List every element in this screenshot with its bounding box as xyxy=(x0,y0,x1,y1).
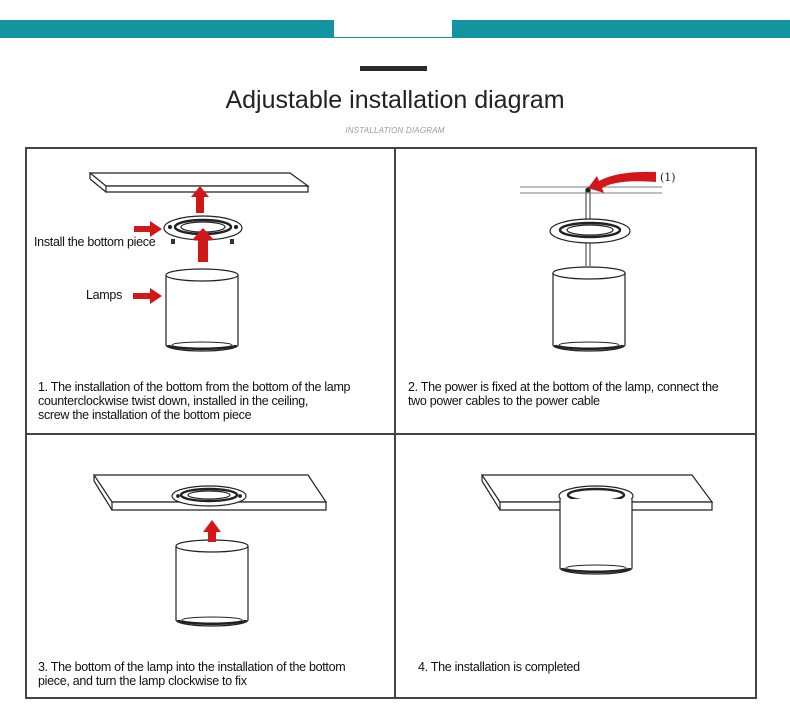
panel-1-caption: 1. The installation of the bottom from t… xyxy=(38,380,351,422)
panel-2-caption: 2. The power is fixed at the bottom of t… xyxy=(408,380,719,408)
panel-3-mounting-ring xyxy=(171,485,247,507)
diagram-grid xyxy=(25,147,757,699)
header-rule xyxy=(0,37,790,38)
panel-1-illustration xyxy=(88,172,310,352)
panel-2-caption-line: 2. The power is fixed at the bottom of t… xyxy=(408,380,719,394)
panel-2-caption-line: two power cables to the power cable xyxy=(408,394,600,408)
panel-1-caption-line: counterclockwise twist down, installed i… xyxy=(38,394,309,408)
panel-2-lamp xyxy=(552,266,626,352)
panel-3-caption: 3. The bottom of the lamp into the insta… xyxy=(38,660,346,688)
header-bar-right xyxy=(452,20,790,37)
panel-1-caption-line: 1. The installation of the bottom from t… xyxy=(38,380,351,394)
panel-4-caption: 4. The installation is completed xyxy=(418,660,580,674)
title-accent-mark xyxy=(360,66,427,71)
panel-2-mounting-ring xyxy=(549,218,631,244)
panel-4-illustration xyxy=(480,474,714,575)
page-subtitle: INSTALLATION DIAGRAM xyxy=(345,126,445,135)
panel-2-marker-label: (1) xyxy=(660,171,676,184)
panel-1-ceiling xyxy=(88,172,310,193)
grid-divider-horizontal xyxy=(25,433,757,435)
panel-4-caption-line: 4. The installation is completed xyxy=(418,660,580,674)
panel-3-lamp xyxy=(175,539,249,627)
grid-divider-vertical xyxy=(394,147,396,699)
panel-3-illustration xyxy=(92,474,328,627)
panel-2-junction xyxy=(585,187,591,193)
header-bar-left xyxy=(0,20,334,37)
page-title: Adjustable installation diagram xyxy=(225,86,565,114)
panel-1-arrows xyxy=(133,186,214,304)
panel-1-label-bottom-piece: Install the bottom piece xyxy=(34,235,156,249)
panel-1-label-lamps: Lamps xyxy=(86,288,123,302)
panel-3-caption-line: piece, and turn the lamp clockwise to fi… xyxy=(38,674,247,688)
panel-3-caption-line: 3. The bottom of the lamp into the insta… xyxy=(38,660,346,674)
panel-3-arrow xyxy=(203,520,221,542)
panel-2-arrow xyxy=(588,171,656,193)
panel-2-illustration xyxy=(520,171,662,352)
panel-1-caption-line: screw the installation of the bottom pie… xyxy=(38,408,252,422)
panel-4-lamp xyxy=(559,499,633,575)
panel-1-lamp xyxy=(165,268,239,352)
panel-1-screws xyxy=(171,239,234,244)
